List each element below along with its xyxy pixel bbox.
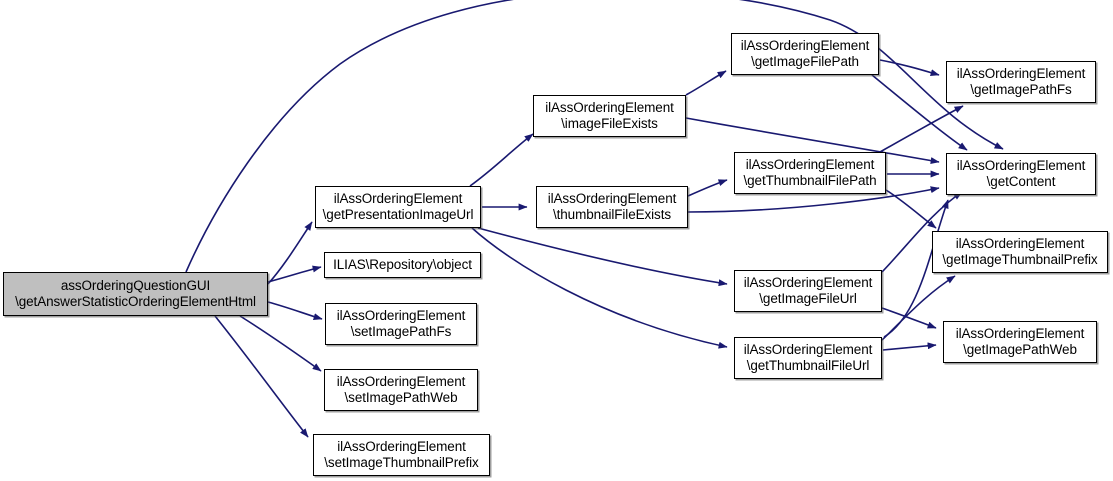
edge-getThumbnailFilePath-to-getImagePathFs — [879, 105, 964, 153]
node-set-image-path-web-line2: \setImagePathWeb — [344, 390, 458, 405]
node-set-image-path-fs[interactable]: ilAssOrderingElement \setImagePathFs — [325, 303, 477, 345]
node-get-presentation-image-url-line2: \getPresentationImageUrl — [322, 207, 474, 222]
node-image-file-exists-line2: \imageFileExists — [561, 116, 658, 131]
edge-getPresentationImageUrl-to-imageFileExists — [469, 133, 534, 187]
node-set-image-path-fs-line1: ilAssOrderingElement — [336, 308, 466, 323]
node-set-image-path-fs-line2: \setImagePathFs — [350, 324, 452, 339]
node-get-content-line1: ilAssOrderingElement — [956, 158, 1086, 173]
node-get-image-file-url-line2: \getImageFileUrl — [759, 291, 857, 306]
edge-root-to-repositoryObject — [267, 265, 322, 283]
node-get-image-path-fs-line2: \getImagePathFs — [970, 82, 1072, 97]
node-thumbnail-file-exists-line2: \thumbnailFileExists — [552, 207, 672, 222]
edge-getPresentationImageUrl-to-getThumbnailFileUrl — [471, 227, 728, 349]
node-get-thumbnail-file-url-line2: \getThumbnailFileUrl — [746, 358, 870, 373]
node-thumbnail-file-exists[interactable]: ilAssOrderingElement \thumbnailFileExist… — [536, 186, 688, 228]
node-get-thumbnail-file-url-line1: ilAssOrderingElement — [743, 342, 873, 357]
node-ilias-repository-object[interactable]: ILIAS\Repository\object — [324, 252, 481, 278]
node-root-line2: \getAnswerStatisticOrderingElementHtml — [15, 294, 256, 309]
node-image-file-exists[interactable]: ilAssOrderingElement \imageFileExists — [533, 95, 686, 137]
node-get-image-thumbnail-prefix-line1: ilAssOrderingElement — [955, 236, 1085, 251]
node-set-image-path-web[interactable]: ilAssOrderingElement \setImagePathWeb — [324, 369, 478, 411]
node-ilias-repository-object-line1: ILIAS\Repository\object — [333, 257, 472, 272]
node-get-image-path-fs-line1: ilAssOrderingElement — [956, 66, 1086, 81]
edge-getImageFileUrl-to-getImagePathWeb — [881, 307, 937, 329]
node-root[interactable]: assOrderingQuestionGUI \getAnswerStatist… — [3, 272, 268, 316]
node-get-image-file-path[interactable]: ilAssOrderingElement \getImageFilePath — [731, 33, 879, 75]
edge-imageFileExists-to-getImageFilePath — [685, 70, 727, 96]
node-get-image-file-url[interactable]: ilAssOrderingElement \getImageFileUrl — [734, 270, 882, 312]
edge-root-to-setImagePathWeb — [239, 315, 322, 372]
edge-getThumbnailFilePath-to-getImageThumbnailPrefix — [885, 189, 937, 229]
node-get-thumbnail-file-path-line2: \getThumbnailFilePath — [743, 173, 877, 188]
node-get-thumbnail-file-path-line1: ilAssOrderingElement — [745, 157, 875, 172]
node-set-image-thumbnail-prefix[interactable]: ilAssOrderingElement \setImageThumbnailP… — [313, 434, 490, 476]
node-get-image-path-web-line2: \getImagePathWeb — [963, 342, 1077, 357]
node-root-line1: assOrderingQuestionGUI — [60, 278, 211, 293]
node-get-image-file-path-line2: \getImageFilePath — [751, 54, 859, 69]
node-get-image-path-fs[interactable]: ilAssOrderingElement \getImagePathFs — [946, 61, 1096, 103]
node-set-image-thumbnail-prefix-line1: ilAssOrderingElement — [337, 439, 466, 454]
node-get-content-line2: \getContent — [986, 174, 1056, 189]
node-set-image-thumbnail-prefix-line2: \setImageThumbnailPrefix — [324, 455, 479, 470]
edge-getThumbnailFileUrl-to-getImagePathWeb — [882, 342, 937, 351]
node-get-thumbnail-file-path[interactable]: ilAssOrderingElement \getThumbnailFilePa… — [734, 152, 886, 194]
node-get-presentation-image-url-line1: ilAssOrderingElement — [333, 191, 463, 206]
node-get-content[interactable]: ilAssOrderingElement \getContent — [946, 153, 1096, 195]
node-get-image-file-url-line1: ilAssOrderingElement — [743, 275, 873, 290]
node-set-image-path-web-line1: ilAssOrderingElement — [336, 374, 466, 389]
edge-root-to-setImagePathFs — [267, 301, 323, 320]
node-get-image-path-web-line1: ilAssOrderingElement — [955, 326, 1085, 341]
edge-thumbnailFileExists-to-getThumbnailFilePath — [687, 179, 728, 197]
node-get-presentation-image-url[interactable]: ilAssOrderingElement \getPresentationIma… — [315, 186, 481, 228]
edge-root-to-getPresentationImageUrl — [267, 221, 313, 285]
edge-getImageFilePath-to-getImagePathFs — [879, 59, 940, 76]
node-get-image-thumbnail-prefix-line2: \getImageThumbnailPrefix — [942, 252, 1098, 267]
node-get-thumbnail-file-url[interactable]: ilAssOrderingElement \getThumbnailFileUr… — [734, 337, 882, 379]
edge-getPresentationImageUrl-to-getImageFileUrl — [477, 227, 728, 287]
node-get-image-path-web[interactable]: ilAssOrderingElement \getImagePathWeb — [943, 321, 1097, 363]
node-thumbnail-file-exists-line1: ilAssOrderingElement — [547, 191, 677, 206]
edge-root-to-setImageThumbnailPrefix — [214, 315, 309, 438]
node-get-image-file-path-line1: ilAssOrderingElement — [740, 38, 870, 53]
node-get-image-thumbnail-prefix[interactable]: ilAssOrderingElement \getImageThumbnailP… — [932, 231, 1108, 273]
node-image-file-exists-line1: ilAssOrderingElement — [545, 100, 674, 115]
